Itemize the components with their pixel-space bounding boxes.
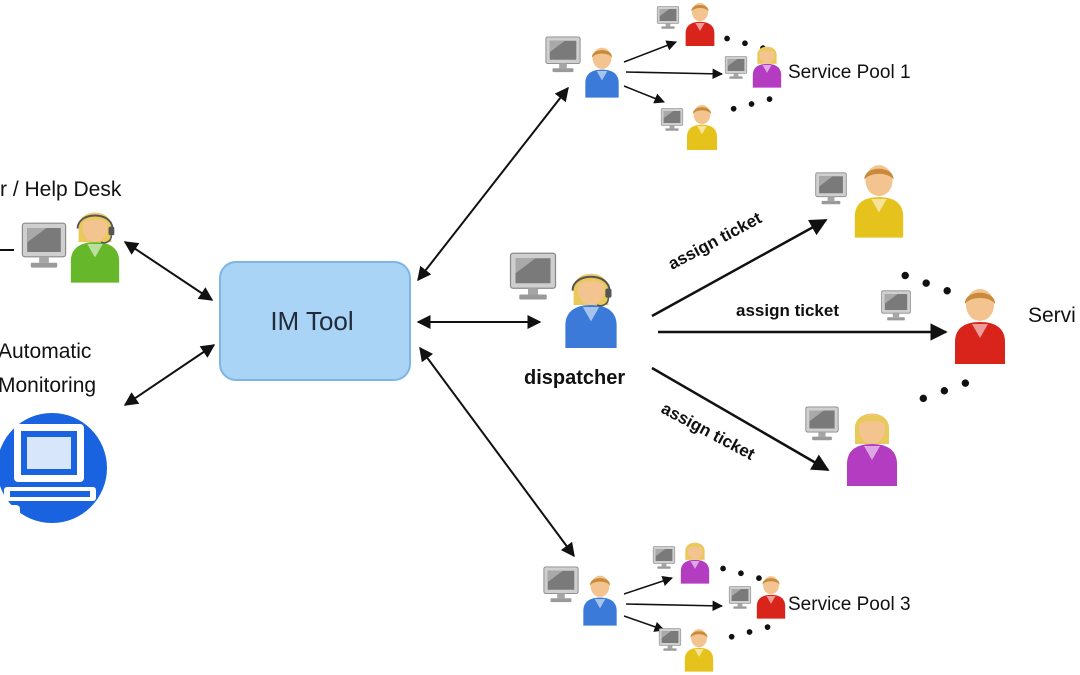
pool3-monitor-icon-2 bbox=[728, 586, 752, 610]
im-tool-box bbox=[219, 261, 411, 381]
helpdesk-arrow bbox=[123, 241, 214, 301]
pool2-monitor-icon-2 bbox=[881, 290, 911, 321]
assign-connectors bbox=[651, 218, 948, 472]
dispatcher-person-icon bbox=[564, 272, 618, 348]
pool1-arrow bbox=[417, 86, 569, 282]
pool3-arrow-top bbox=[623, 576, 673, 595]
pool2-person-icon-2 bbox=[955, 289, 1005, 364]
pool3-ellipsis-1: • • • bbox=[717, 558, 768, 591]
service-pool-1-label: Service Pool 1 bbox=[788, 62, 911, 83]
monitoring-arrow bbox=[123, 344, 216, 406]
monitoring-node: Automatic Monitoring bbox=[0, 340, 107, 523]
pool1-lead-person-icon bbox=[585, 47, 619, 98]
pool1-arrow-bottom bbox=[623, 85, 665, 104]
pool2-ellipsis-2: • • • bbox=[914, 366, 978, 414]
help-desk-monitor-icon bbox=[21, 222, 67, 269]
pool3-ellipsis-2: • • • bbox=[726, 615, 777, 648]
assign-arrow-3 bbox=[651, 366, 830, 472]
im-tool-node: IM Tool bbox=[219, 261, 411, 381]
service-pool-2: • • • Servi • • • bbox=[805, 165, 1076, 486]
pool2-monitor-icon-1 bbox=[815, 172, 847, 205]
service-pool-2-label: Servi bbox=[1028, 304, 1076, 327]
pool3-arrow-mid bbox=[625, 600, 724, 612]
im-tool-label: IM Tool bbox=[270, 306, 353, 336]
pool1-arrow-top bbox=[623, 40, 677, 63]
service-pool-3-label: Service Pool 3 bbox=[788, 594, 911, 615]
automatic-label: Automatic bbox=[0, 340, 91, 363]
pool1-monitor-icon-2 bbox=[724, 56, 748, 80]
pool3-person-icon-1 bbox=[680, 542, 710, 584]
pool2-monitor-icon-3 bbox=[805, 406, 839, 441]
assign-ticket-label-3: assign ticket bbox=[658, 399, 758, 464]
pool1-monitor-icon-1 bbox=[656, 6, 680, 30]
help-desk-label: r / Help Desk bbox=[0, 178, 122, 201]
pool3-monitor-icon-3 bbox=[658, 628, 682, 652]
dispatcher-monitor-icon bbox=[509, 252, 557, 301]
assign-arrow-1 bbox=[651, 218, 828, 318]
pool3-monitor-icon-1 bbox=[652, 546, 676, 570]
pool3-person-icon-3 bbox=[684, 629, 714, 672]
help-desk-node: r / Help Desk bbox=[0, 178, 122, 283]
main-connectors bbox=[123, 86, 575, 558]
pool1-arrow-mid bbox=[625, 68, 724, 80]
pool3-lead-monitor-icon bbox=[543, 566, 579, 603]
dispatcher-node: dispatcher bbox=[509, 252, 625, 389]
monitoring-computer-icon bbox=[0, 413, 107, 523]
pool1-monitor-icon-3 bbox=[660, 108, 684, 132]
pool1-ellipsis-2: • • • bbox=[728, 87, 779, 120]
pool2-person-icon-3 bbox=[847, 413, 897, 486]
monitoring-label: Monitoring bbox=[0, 374, 96, 397]
pool3-arrow-bottom bbox=[623, 615, 665, 632]
pool3-lead-person-icon bbox=[583, 575, 617, 626]
pool2-person-icon-1 bbox=[854, 165, 904, 238]
pool1-person-icon-1 bbox=[685, 2, 715, 46]
help-desk-person-icon bbox=[69, 211, 121, 283]
pool3-arrow bbox=[419, 346, 575, 558]
service-pool-1: • • • Service Pool 1 • • • bbox=[545, 2, 911, 150]
assign-ticket-label-2: assign ticket bbox=[736, 301, 839, 320]
pool1-person-icon-3 bbox=[687, 105, 717, 150]
dispatcher-label: dispatcher bbox=[524, 367, 625, 389]
service-pool-3: • • • Service Pool 3 • • • bbox=[543, 542, 911, 672]
assign-ticket-label-1: assign ticket bbox=[665, 208, 765, 273]
pool1-lead-monitor-icon bbox=[545, 36, 581, 73]
